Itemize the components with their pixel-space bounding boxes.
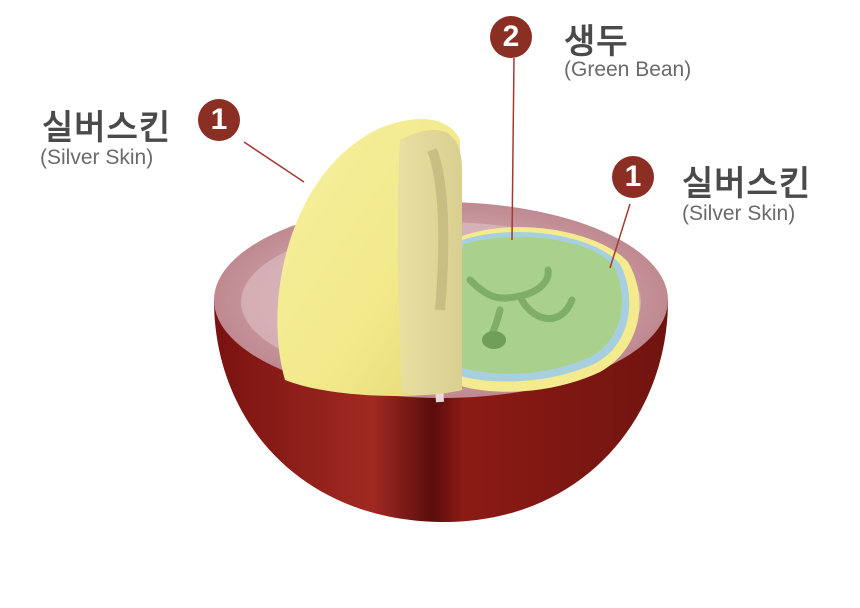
leader-line-silver-left	[243, 141, 305, 183]
badge-number-silver-right: 1	[612, 156, 654, 198]
leader-line-silver-right	[609, 203, 631, 269]
label-english-green-bean: (Green Bean)	[564, 58, 692, 81]
leader-line-green-bean	[511, 57, 515, 241]
dome-inner-texture	[427, 148, 449, 311]
label-korean-silver-right: 실버스킨	[682, 164, 812, 204]
green-bean-embryo	[482, 331, 506, 349]
label-korean-green-bean: 생두	[564, 22, 629, 62]
badge-number-silver-left: 1	[198, 99, 240, 141]
badge-number-green-bean: 2	[490, 16, 532, 58]
label-korean-silver-left: 실버스킨	[42, 108, 172, 148]
label-english-silver-left: (Silver Skin)	[40, 146, 154, 169]
label-english-silver-right: (Silver Skin)	[682, 202, 796, 225]
silver-skin-dome-face	[397, 130, 462, 395]
